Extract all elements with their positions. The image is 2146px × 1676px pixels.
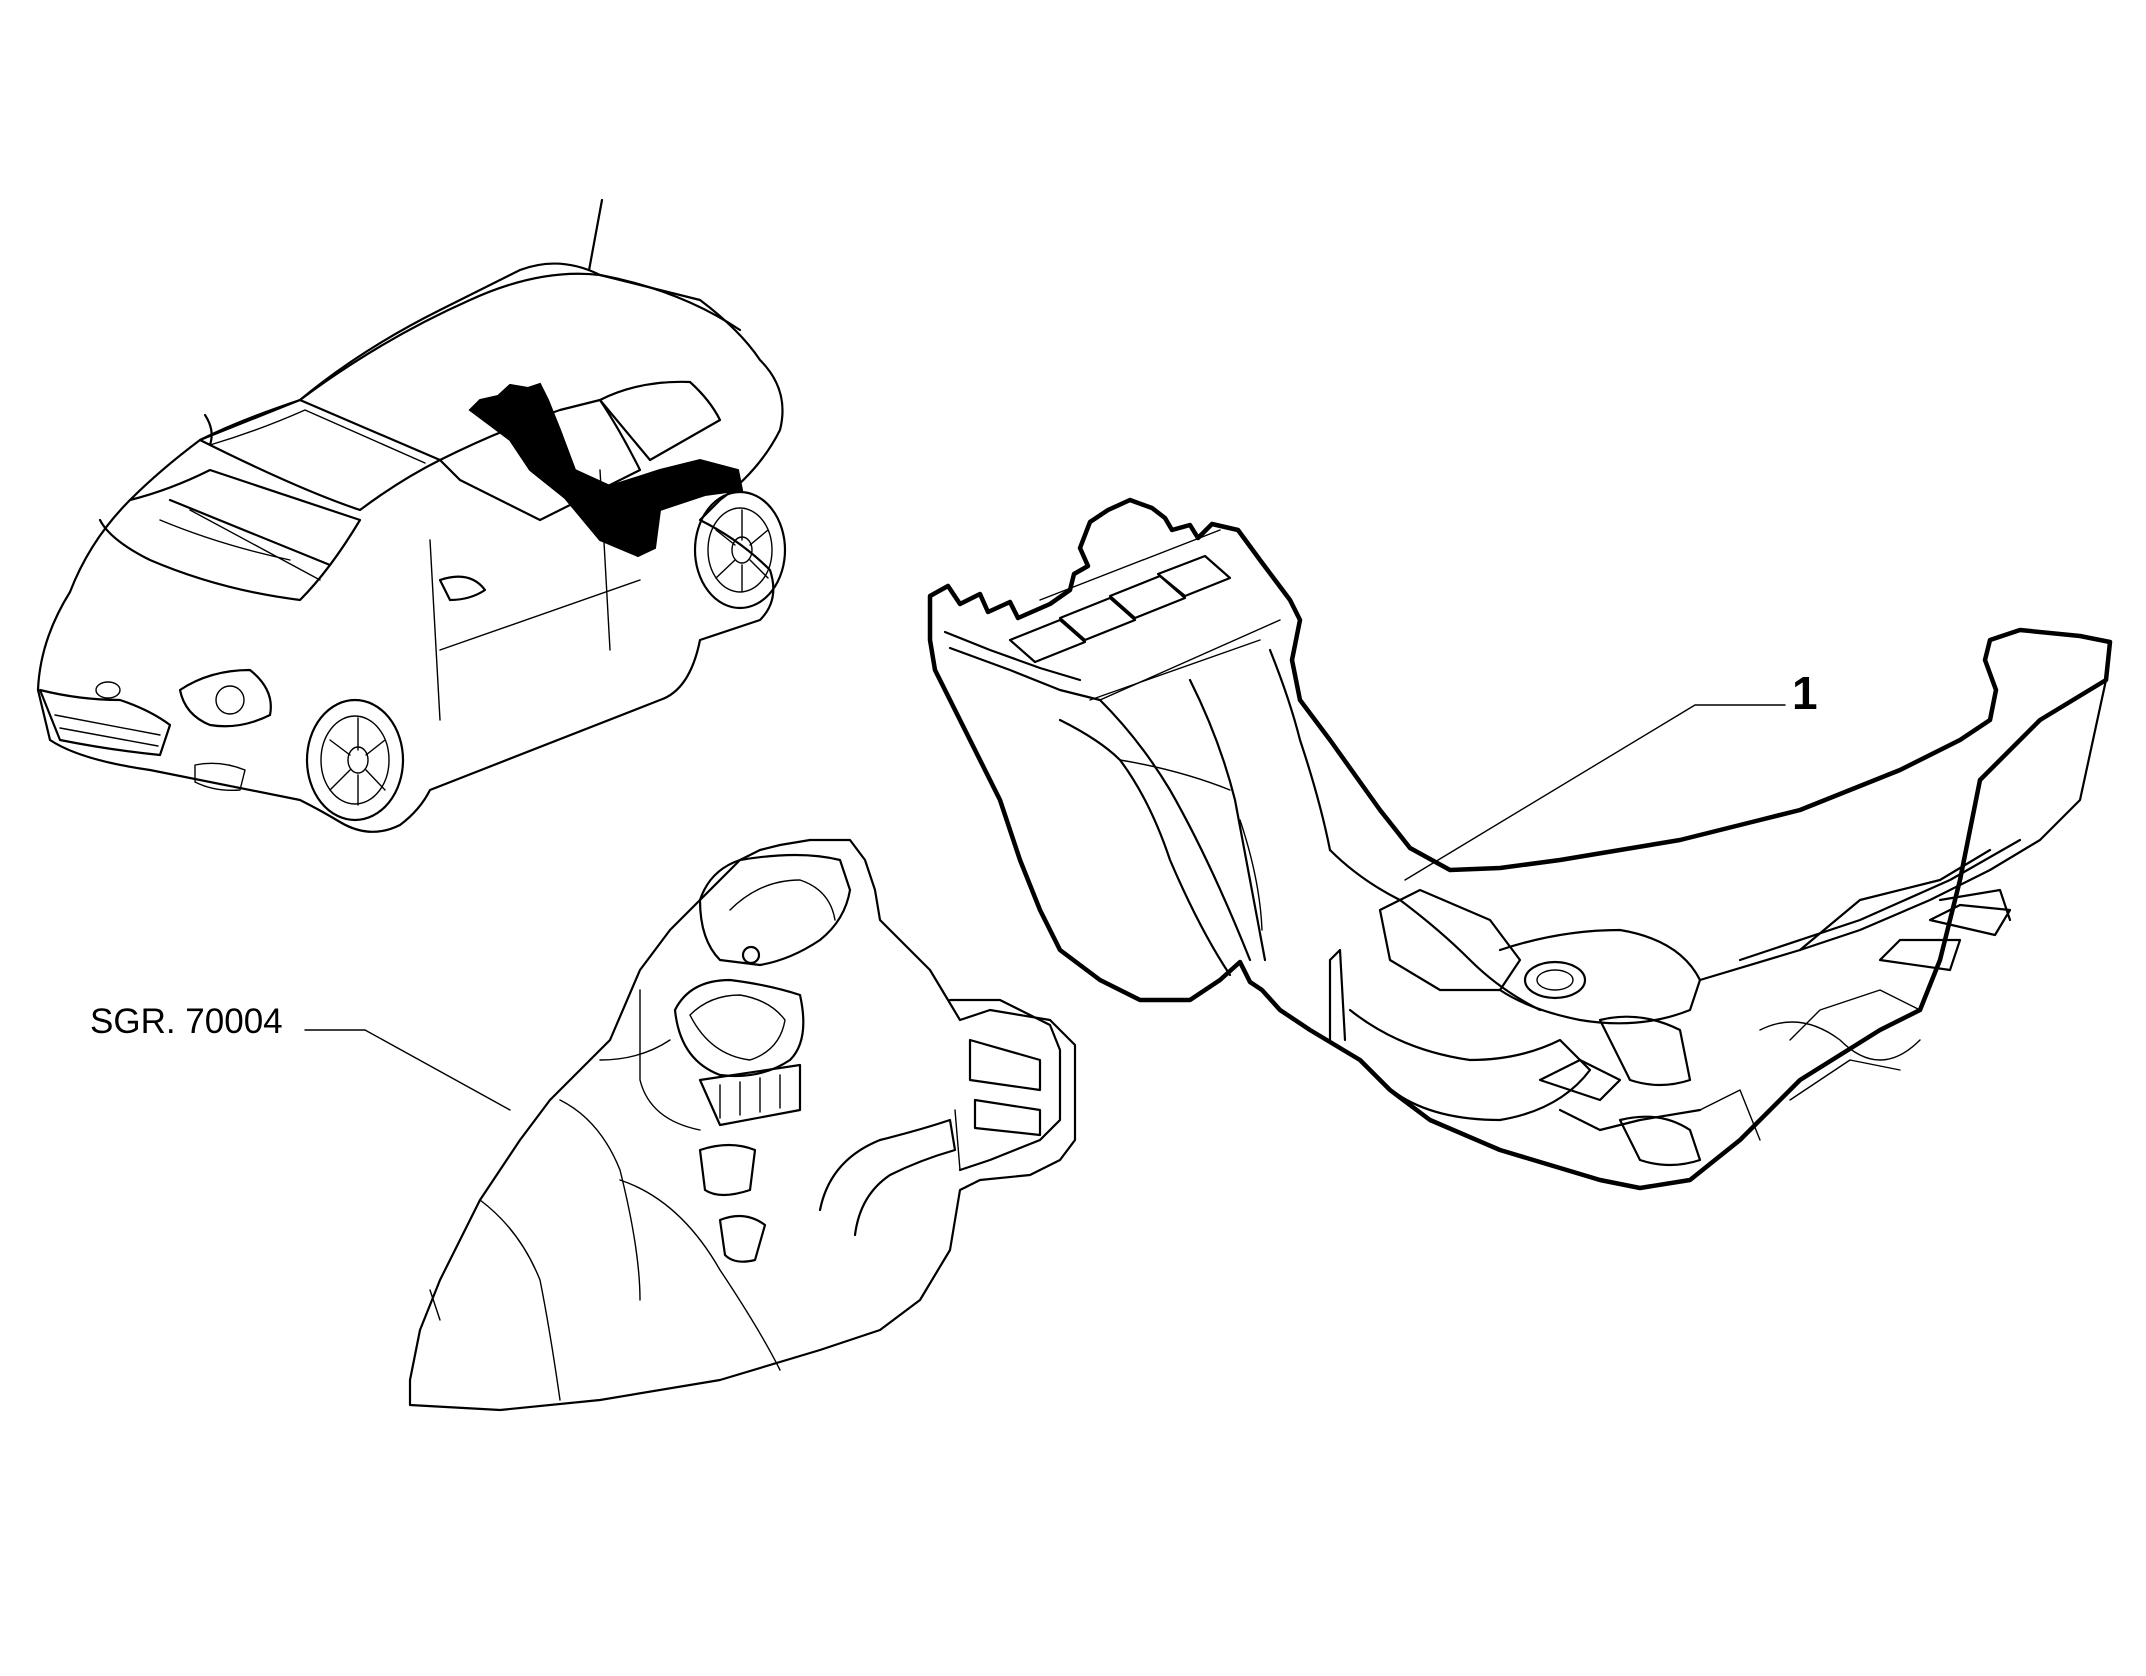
group-part-rear-panel bbox=[408, 838, 1077, 1412]
part-number-label[interactable]: 1 bbox=[1792, 667, 1818, 719]
part-1-tunnel-insulation bbox=[927, 497, 2113, 1191]
highlighted-part-location bbox=[468, 382, 744, 558]
group-reference-leader-line bbox=[304, 1029, 511, 1111]
part-1-leader-line bbox=[1404, 704, 1786, 881]
group-reference-label[interactable]: SGR. 70004 bbox=[90, 1002, 283, 1041]
car-overview-illustration bbox=[36, 198, 787, 833]
